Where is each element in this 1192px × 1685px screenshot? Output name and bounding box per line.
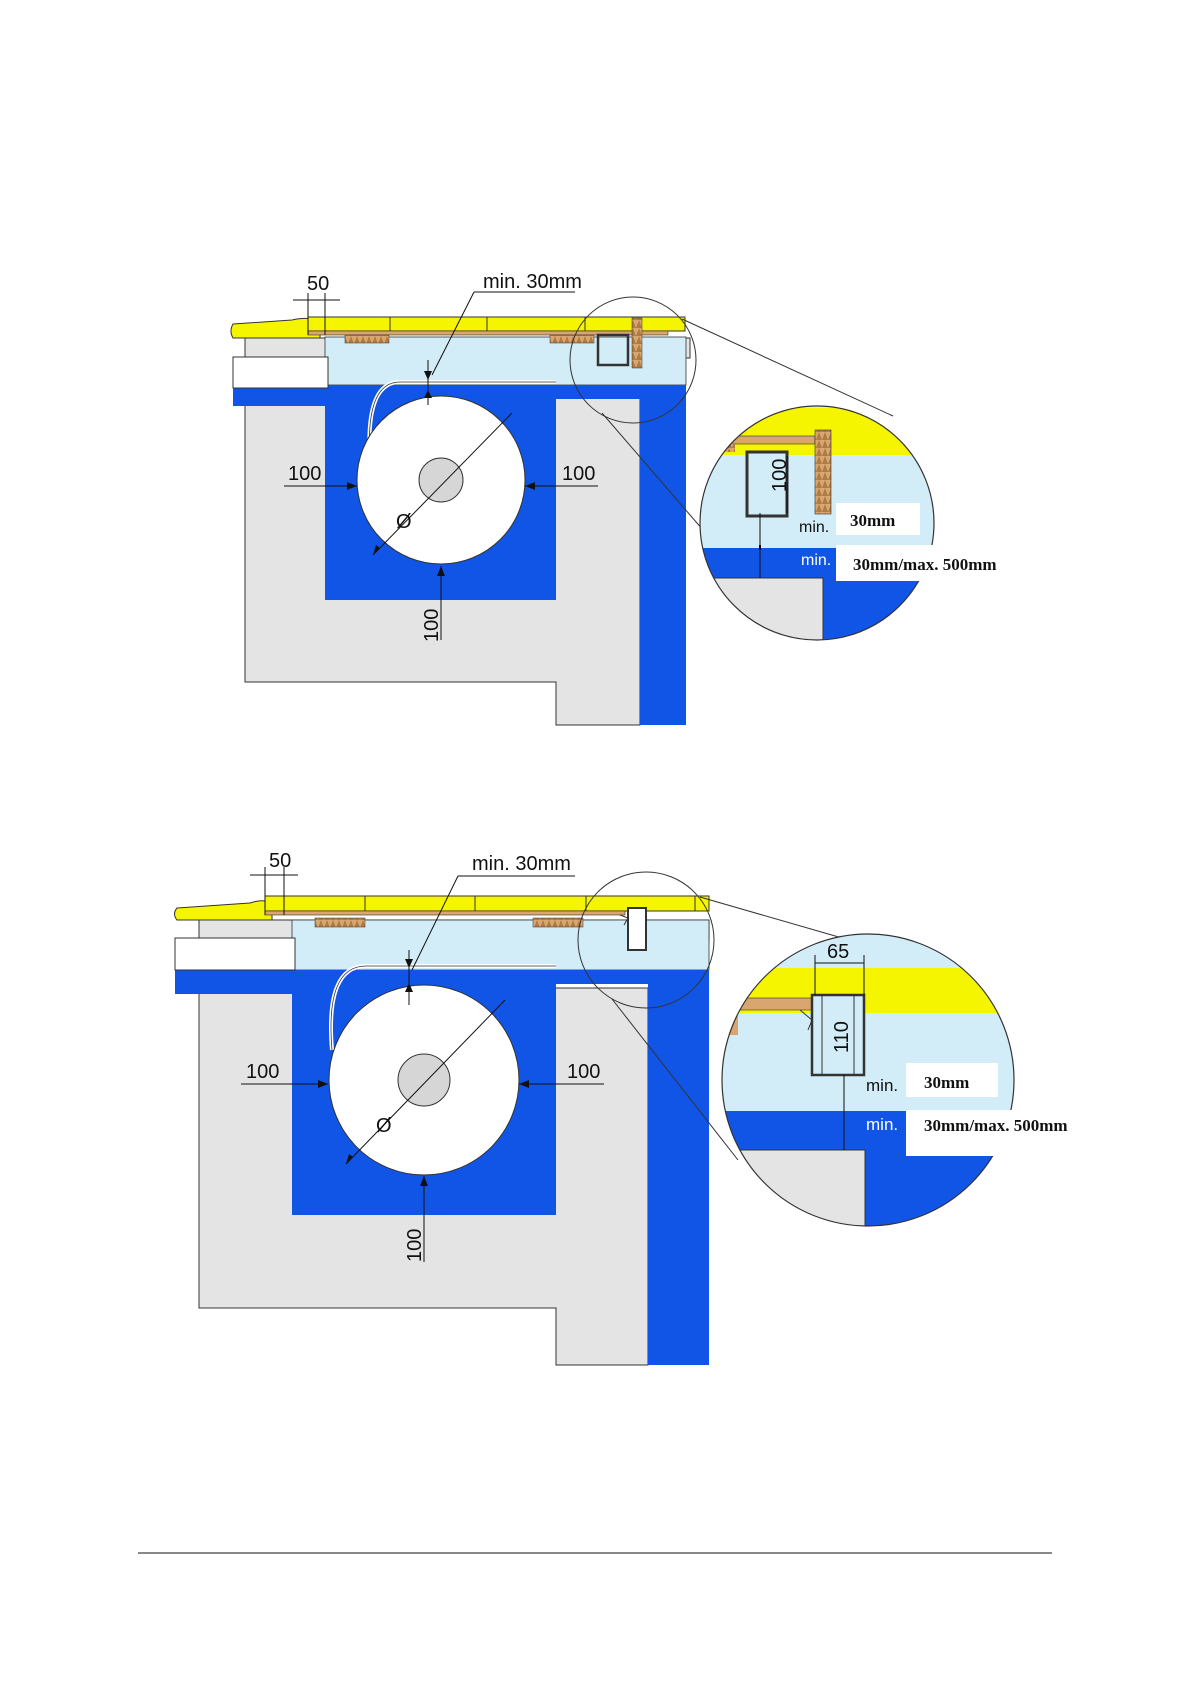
min-label-2: min. [866, 1115, 898, 1134]
profile-height-label: 100 [769, 459, 791, 492]
side-left-label: 100 [246, 1061, 279, 1083]
profile-height-label: 110 [831, 1021, 853, 1053]
diagram-1: 50 min. 30mm 100 100 100 Ø [231, 271, 1016, 725]
diameter-symbol: Ø [376, 1115, 392, 1137]
min-label-2: min. [801, 552, 831, 569]
side-left-label: 100 [288, 463, 321, 485]
min-label-1: min. [866, 1076, 898, 1095]
edge-dimension-label: 50 [307, 273, 329, 295]
side-right-label: 100 [567, 1061, 600, 1083]
min-label-1: min. [799, 519, 829, 536]
note-2: 30mm/max. 500mm [853, 555, 997, 574]
note-1: 30mm [924, 1073, 969, 1092]
gap-top-label: min. 30mm [483, 271, 582, 293]
side-right-label: 100 [562, 463, 595, 485]
note-1: 30mm [850, 511, 895, 530]
edge-dimension-label: 50 [269, 850, 291, 872]
diagram-2: 50 min. 30mm 100 100 100 Ø [175, 850, 1092, 1365]
bottom-label: 100 [404, 1229, 426, 1262]
profile-width-label: 65 [827, 941, 849, 963]
gap-top-label: min. 30mm [472, 853, 571, 875]
note-2: 30mm/max. 500mm [924, 1116, 1068, 1135]
bottom-label: 100 [421, 609, 443, 642]
diameter-symbol: Ø [396, 511, 412, 533]
